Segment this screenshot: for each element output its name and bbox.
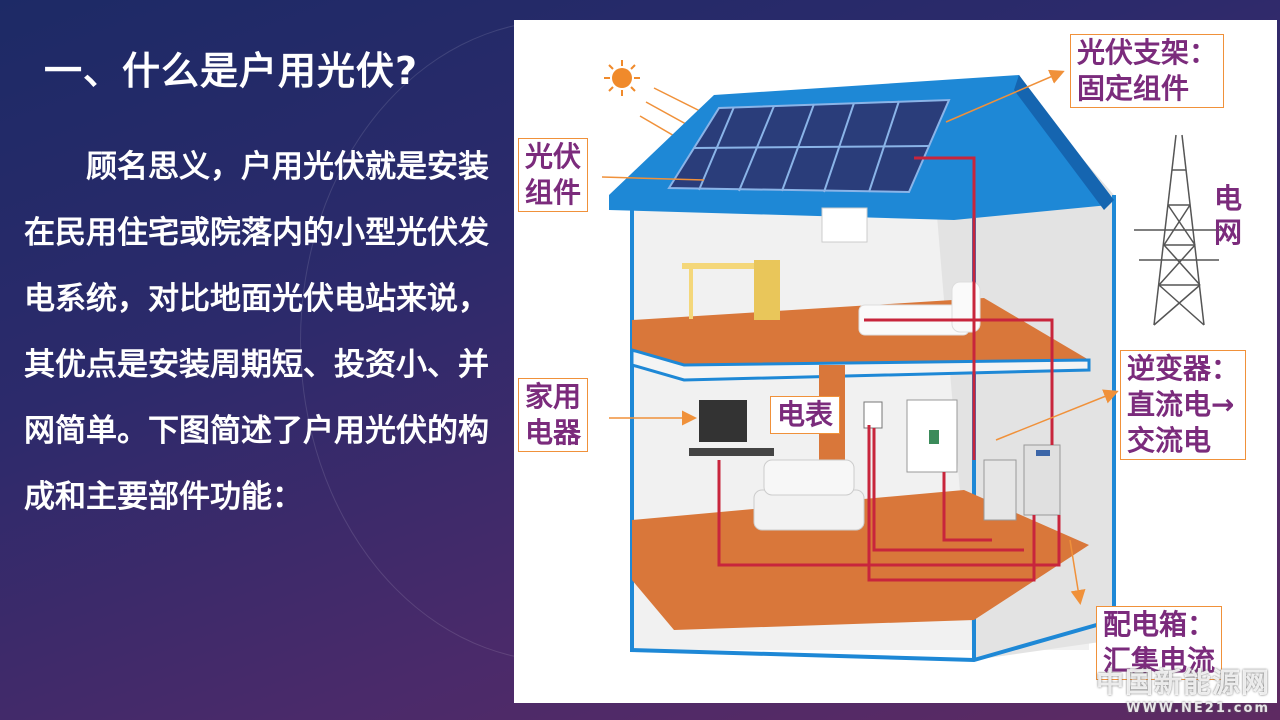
diagram-panel: 光伏支架： 固定组件 光伏 组件 电 网 逆变器： 直流电→ 交流电 家用 电器… — [514, 20, 1277, 703]
wiring — [717, 156, 1061, 582]
label-power-grid: 电 网 — [1214, 182, 1243, 249]
inverter-device — [906, 399, 958, 473]
label-meter: 电表 — [770, 396, 841, 434]
solar-panels — [667, 98, 951, 194]
label-pv-module: 光伏 组件 — [518, 138, 589, 212]
label-inverter: 逆变器： 直流电→ 交流电 — [1120, 350, 1247, 460]
label-pv-mount: 光伏支架： 固定组件 — [1070, 34, 1225, 108]
lower-floor — [632, 490, 1089, 630]
pylon-icon — [1134, 134, 1224, 326]
desk-icon — [682, 260, 780, 320]
meter-device — [863, 401, 883, 429]
pv-house-diagram — [601, 60, 1224, 663]
slide-title: 一、什么是户用光伏? — [44, 49, 419, 93]
callout-arrows — [601, 69, 1119, 605]
label-distribution-box: 配电箱： 汇集电流 — [1096, 606, 1223, 680]
distribution-box — [983, 444, 1061, 521]
tv-icon — [689, 400, 774, 456]
sofa-icon — [753, 459, 865, 531]
label-appliance: 家用 电器 — [518, 378, 589, 452]
watermark: 中国新能源网 WWW.NE21.com — [1095, 666, 1270, 716]
slide-body-text: 顾名思义，户用光伏就是安装在民用住宅或院落内的小型光伏发电系统，对比地面光伏电站… — [24, 149, 489, 515]
window — [821, 207, 868, 243]
